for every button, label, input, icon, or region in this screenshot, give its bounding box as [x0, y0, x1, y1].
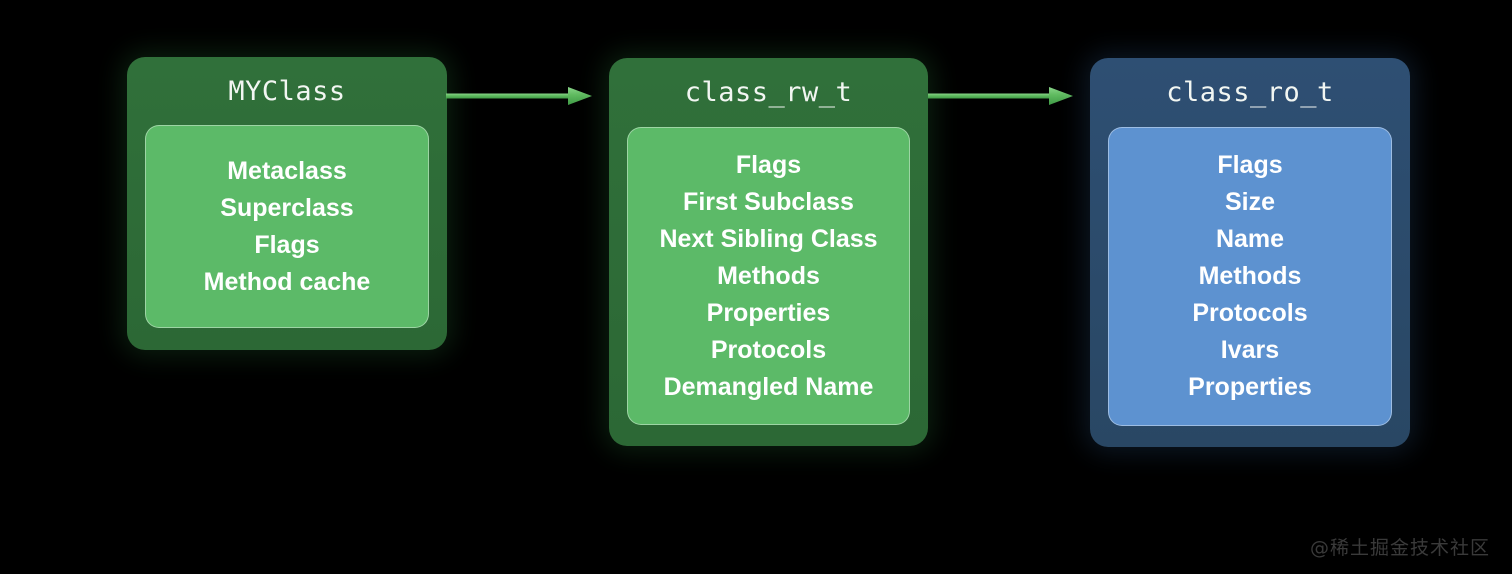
- field-row: Protocols: [1192, 299, 1308, 327]
- field-row: Flags: [1217, 151, 1283, 179]
- field-row: Properties: [706, 298, 831, 327]
- arrow-class-rw-t-to-class-ro-t: [928, 87, 1073, 105]
- class-box-title: MYClass: [228, 76, 346, 107]
- arrow-myclass-to-class-rw-t: [446, 87, 592, 105]
- field-row: Flags: [735, 150, 802, 179]
- field-row: Name: [1215, 225, 1285, 253]
- field-row: Next Sibling Class: [659, 224, 878, 253]
- watermark-text: @稀土掘金技术社区: [1309, 537, 1490, 559]
- class-box-class-rw-t[interactable]: class_rw_t Flags First Subclass Next Sib…: [609, 58, 928, 446]
- field-row: Demangled Name: [663, 372, 874, 401]
- field-row: First Subclass: [683, 187, 854, 216]
- class-box-myclass[interactable]: MYClass Metaclass Superclass Flags Metho…: [127, 57, 447, 350]
- field-row: Methods: [717, 261, 820, 290]
- field-row: Metaclass: [227, 156, 347, 185]
- field-row: Properties: [1188, 373, 1312, 401]
- field-panel-class-ro-t: Flags Size Name Methods Protocols Ivars …: [1108, 127, 1392, 426]
- class-box-title: class_rw_t: [684, 77, 853, 108]
- class-box-class-ro-t[interactable]: class_ro_t Flags Size Name Methods Proto…: [1090, 58, 1410, 447]
- field-row: Flags: [254, 230, 320, 259]
- field-panel-myclass: Metaclass Superclass Flags Method cache: [145, 125, 429, 328]
- field-row: Protocols: [710, 335, 827, 364]
- field-row: Superclass: [220, 193, 354, 222]
- field-row: Ivars: [1220, 336, 1280, 364]
- class-box-title: class_ro_t: [1166, 77, 1334, 108]
- field-row: Method cache: [203, 267, 371, 296]
- field-row: Methods: [1198, 262, 1302, 290]
- field-panel-class-rw-t: Flags First Subclass Next Sibling Class …: [627, 127, 910, 425]
- field-row: Size: [1224, 188, 1276, 216]
